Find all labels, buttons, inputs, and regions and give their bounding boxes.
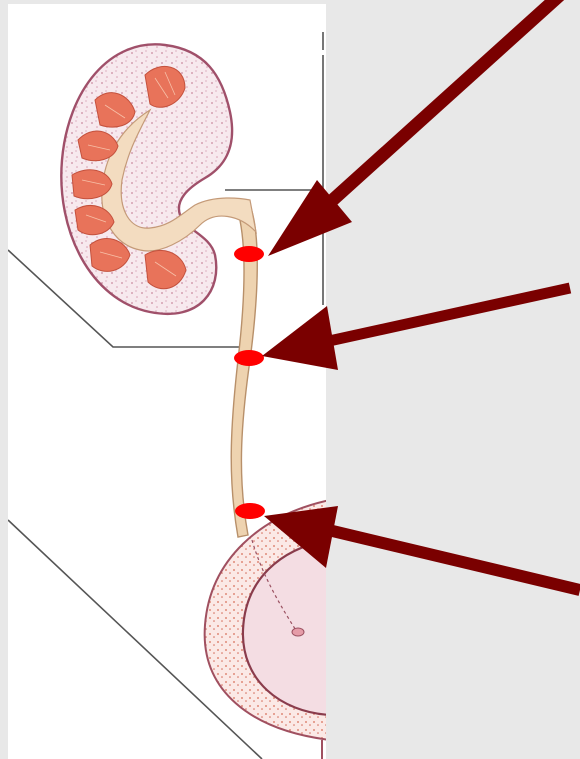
marker-upper [234, 246, 264, 262]
marker-middle [234, 350, 264, 366]
ureteric-orifice [292, 628, 304, 636]
marker-lower [235, 503, 265, 519]
